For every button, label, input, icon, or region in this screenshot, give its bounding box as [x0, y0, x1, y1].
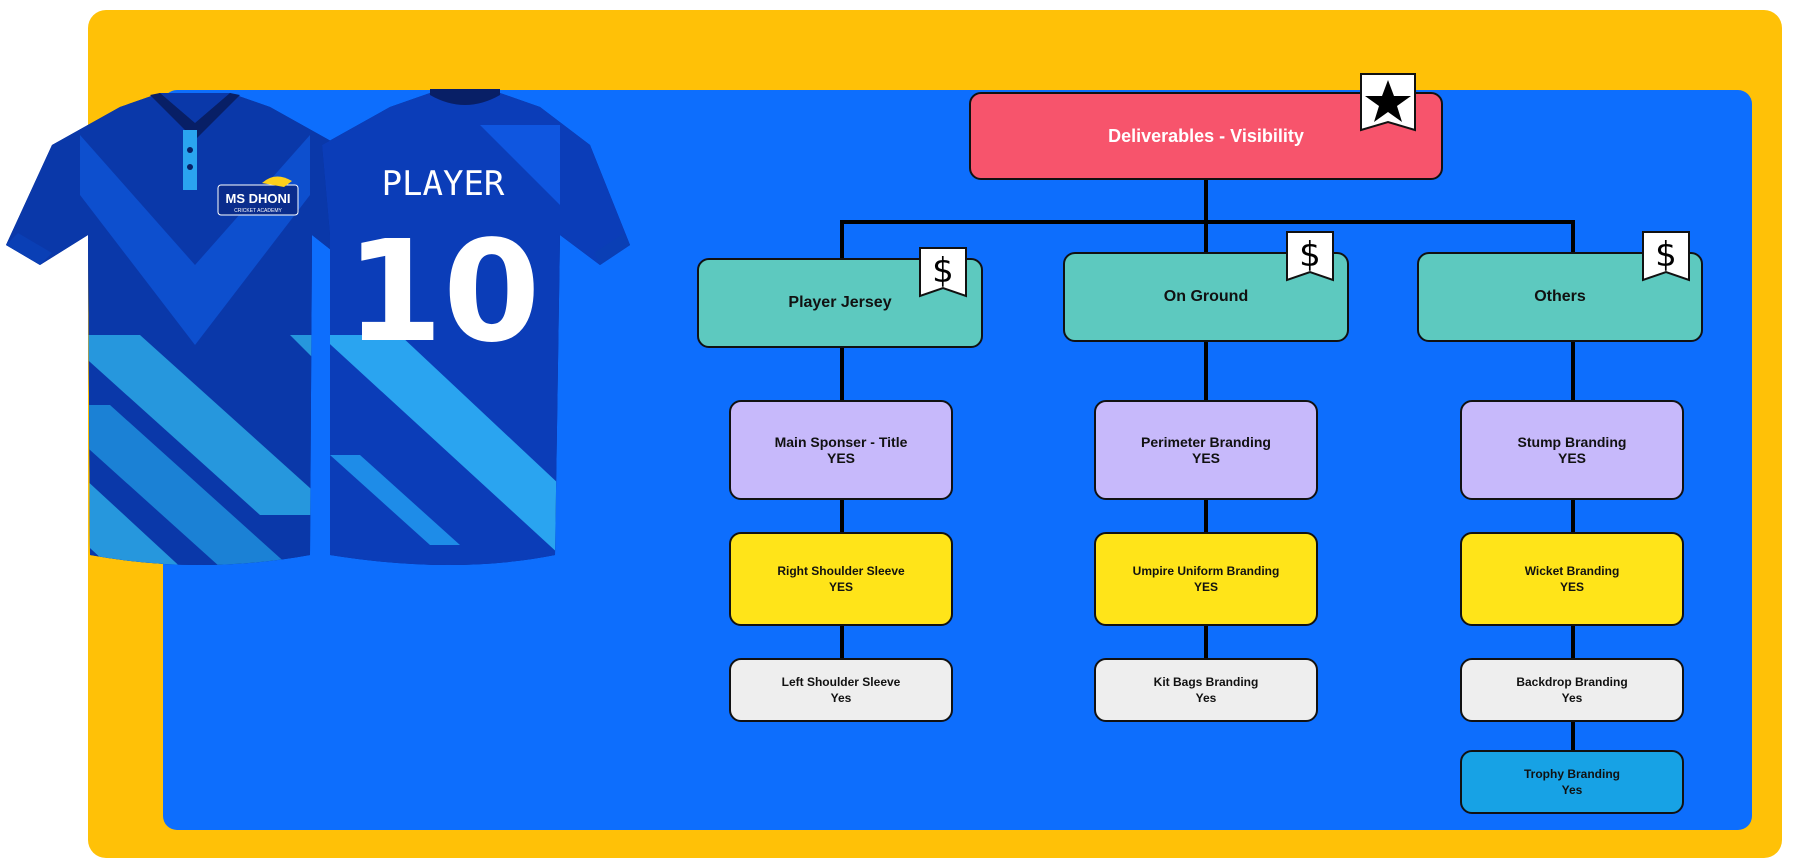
item-status: YES [1557, 450, 1586, 466]
item-wicket-branding: Wicket Branding YES [1460, 532, 1684, 626]
item-perimeter-branding: Perimeter Branding YES [1094, 400, 1318, 500]
item-title: Perimeter Branding [1141, 434, 1271, 450]
item-title: Stump Branding [1517, 434, 1627, 450]
root-label: Deliverables - Visibility [1108, 126, 1304, 146]
item-main-sponser-title: Main Sponser - Title YES [729, 400, 953, 500]
item-title: Right Shoulder Sleeve [777, 564, 905, 578]
category-label: On Ground [1163, 288, 1249, 305]
item-stump-branding: Stump Branding YES [1460, 400, 1684, 500]
star-icon [1360, 73, 1416, 132]
jersey-back-number: 10 [346, 211, 541, 374]
item-status: Yes [830, 691, 852, 705]
jersey-back: PLAYER 10 [322, 89, 630, 565]
dollar-icon: $ [1286, 231, 1334, 282]
svg-text:$: $ [1655, 235, 1677, 275]
logo-text: MS DHONI [226, 191, 291, 206]
item-status: Yes [1195, 691, 1217, 705]
logo-subtext: CRICKET ACADEMY [234, 208, 282, 214]
item-status: Yes [1561, 783, 1583, 797]
item-right-shoulder-sleeve: Right Shoulder Sleeve YES [729, 532, 953, 626]
item-status: YES [1559, 580, 1584, 594]
jersey-back-name: PLAYER [382, 164, 505, 204]
jersey-illustration: MS DHONI CRICKET ACADEMY PLAYER 10 [6, 89, 630, 565]
item-title: Trophy Branding [1524, 767, 1620, 781]
item-title: Kit Bags Branding [1153, 675, 1259, 689]
category-label: Player Jersey [788, 294, 892, 311]
dollar-icon: $ [1642, 231, 1690, 282]
item-left-shoulder-sleeve: Left Shoulder Sleeve Yes [729, 658, 953, 722]
item-trophy-branding: Trophy Branding Yes [1460, 750, 1684, 814]
item-kit-bags-branding: Kit Bags Branding Yes [1094, 658, 1318, 722]
item-status: YES [828, 580, 853, 594]
category-label: Others [1534, 288, 1586, 305]
item-title: Umpire Uniform Branding [1132, 564, 1280, 578]
item-title: Left Shoulder Sleeve [781, 675, 901, 689]
item-umpire-uniform-branding: Umpire Uniform Branding YES [1094, 532, 1318, 626]
item-status: YES [1193, 580, 1218, 594]
item-title: Backdrop Branding [1516, 675, 1628, 689]
item-title: Main Sponser - Title [774, 434, 908, 450]
item-backdrop-branding: Backdrop Branding Yes [1460, 658, 1684, 722]
item-title: Wicket Branding [1524, 564, 1620, 578]
item-status: Yes [1561, 691, 1583, 705]
item-status: YES [826, 450, 855, 466]
svg-text:$: $ [1299, 235, 1321, 275]
item-status: YES [1191, 450, 1220, 466]
dollar-icon: $ [919, 247, 967, 298]
academy-logo: MS DHONI CRICKET ACADEMY [217, 176, 299, 216]
svg-text:$: $ [932, 251, 954, 291]
